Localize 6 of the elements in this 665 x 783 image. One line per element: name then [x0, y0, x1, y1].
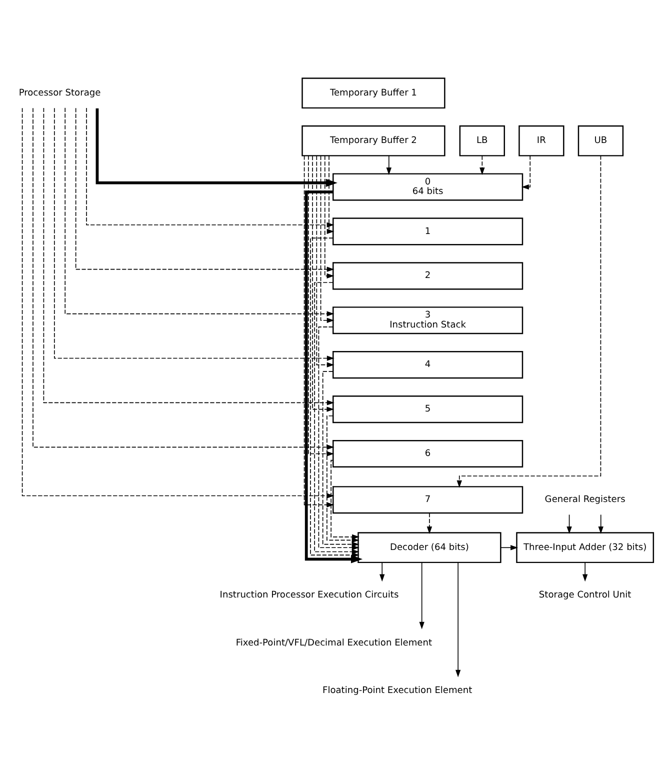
- node-text: Fixed-Point/VFL/Decimal Execution Element: [236, 638, 432, 648]
- node-text: Floating-Point Execution Element: [322, 686, 472, 696]
- node-text: Storage Control Unit: [538, 590, 632, 600]
- node-text: General Registers: [544, 494, 626, 505]
- node-text: Processor Storage: [18, 88, 101, 98]
- node-text: Instruction Processor Execution Circuits: [220, 590, 399, 600]
